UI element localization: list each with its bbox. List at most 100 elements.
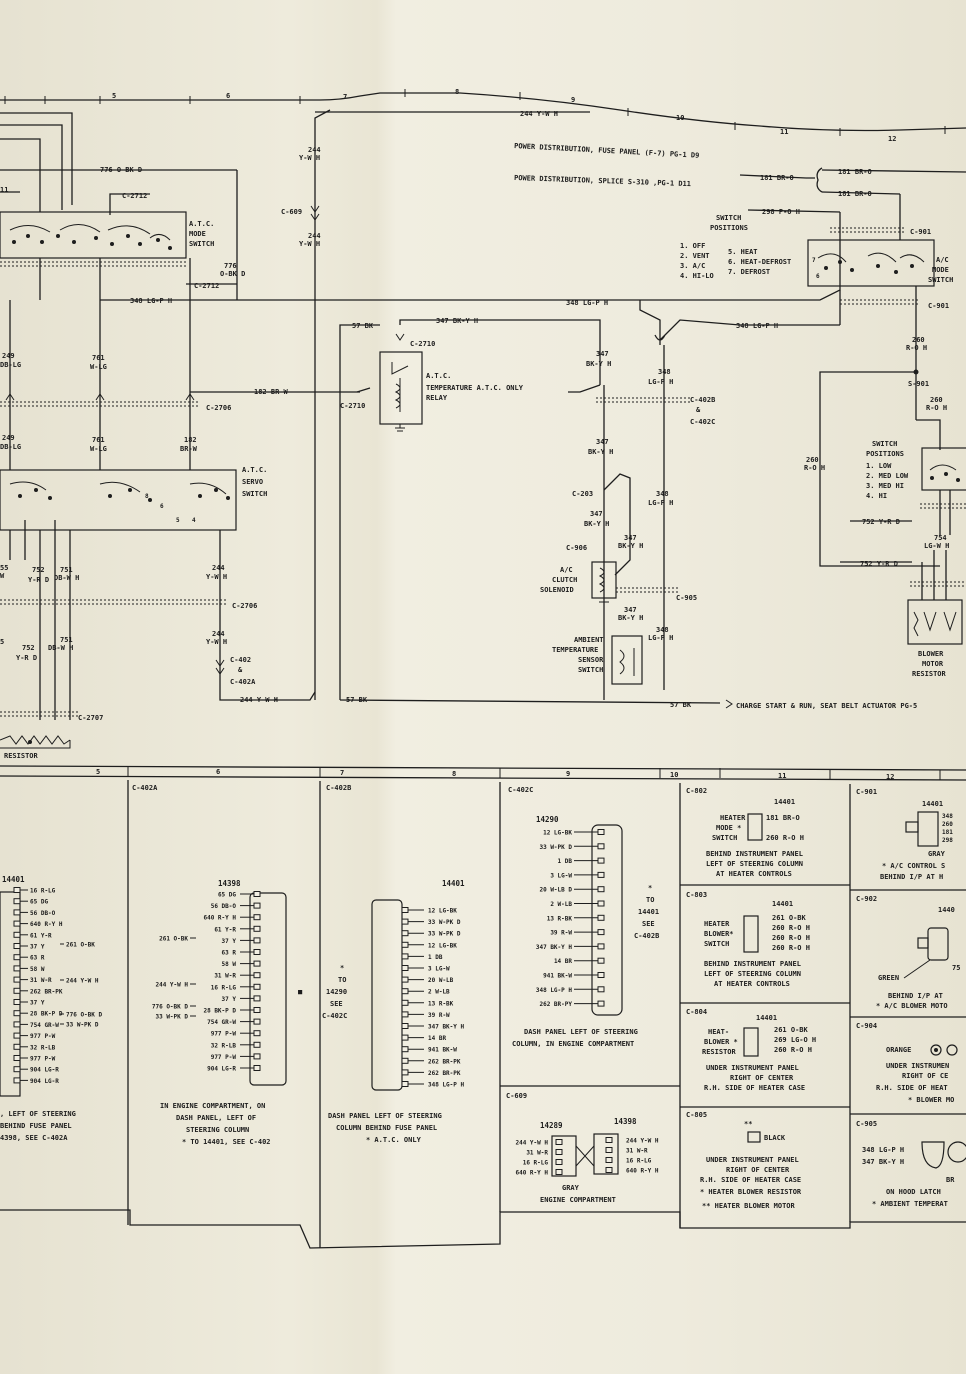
wire-fragment: 55	[0, 564, 8, 572]
wire-label: 754	[934, 534, 947, 542]
center-relay-area: 244 Y-W H 244 Y-W H C-609 244 Y-W H 57 B…	[190, 109, 601, 700]
pin-label: 39 R-W	[550, 930, 572, 937]
grid-number-mid: 11	[778, 772, 786, 780]
clutch-sensor-area: 348 LG-P H 347 BK-Y H 348 LG-P H C-402B …	[339, 240, 917, 710]
switch-position-item: 2. VENT	[680, 252, 710, 260]
wire-label: 260	[806, 456, 819, 464]
connector-pin	[597, 929, 605, 936]
connector-pin	[253, 1053, 261, 1060]
wire-label: 752	[32, 566, 45, 574]
wire-label: 776	[224, 262, 237, 270]
wire-label: 347 BK-Y H	[436, 317, 478, 325]
pin-label: 13 R-BK	[547, 915, 573, 922]
connector-pin	[597, 972, 605, 978]
pin-label: 977 P-W	[30, 1033, 56, 1040]
connector-pin	[555, 1169, 563, 1175]
connector-caption: * A/C CONTROL S	[882, 862, 945, 870]
connector-label: C-905	[676, 594, 697, 602]
connector-caption: IN ENGINE COMPARTMENT, ON	[160, 1102, 265, 1110]
pin-label: 260	[942, 821, 953, 828]
connector-caption: * A.T.C. ONLY	[366, 1136, 422, 1144]
component-label: HEATER	[704, 920, 730, 928]
connector-label: C-904	[856, 1022, 877, 1030]
wire-label: 752 Y-R D	[860, 560, 898, 568]
pin-label: 56 DB-O	[211, 903, 237, 910]
connector-label: C-2706	[232, 602, 257, 610]
connector-pin	[597, 857, 605, 864]
connector-label: C-2710	[340, 402, 365, 410]
connector-id: 14398	[614, 1117, 637, 1126]
grid-number-top: 12	[888, 135, 896, 143]
component-label: SWITCH	[189, 240, 214, 248]
connector-pin	[401, 1081, 409, 1087]
grid-number-mid: 8	[452, 770, 456, 778]
connector-pin	[253, 983, 261, 990]
grid-number-mid: 5	[96, 768, 100, 776]
connector-label: C-402C	[508, 786, 533, 794]
pin-label: 348	[942, 813, 953, 820]
wire-label: 249	[2, 434, 15, 442]
pin-label: 260 R-O H	[774, 1046, 812, 1054]
pin-label: 776 O-BK D	[66, 1012, 103, 1019]
connector-pin	[253, 914, 261, 921]
switch-positions-title: POSITIONS	[710, 224, 748, 232]
pin-label: 348 LG-P H	[536, 987, 573, 994]
connector-caption: , LEFT OF STEERING	[0, 1110, 76, 1118]
switch-pin: 5	[176, 517, 180, 524]
wire-label: 752 Y-R D	[862, 518, 900, 526]
wire-label: 751	[60, 566, 73, 574]
component-label: BLOWER *	[704, 1038, 738, 1046]
connector-note: C-402B	[634, 932, 659, 940]
switch2-title: SWITCH	[872, 440, 897, 448]
pin-label: 262 BR-PK	[428, 1070, 461, 1077]
ac-mode-switch-area: SWITCH POSITIONS 1. OFF 2. VENT 3. A/C 4…	[680, 214, 966, 678]
connector-label: C-203	[572, 490, 593, 498]
connector-caption: ENGINE COMPARTMENT	[540, 1196, 616, 1204]
connector-color: GRAY	[562, 1184, 580, 1192]
pin-label: 348 LG-P H	[428, 1082, 465, 1089]
pin-label: 262 BR-PK	[30, 988, 63, 995]
pin-label: 977 P-W	[211, 1054, 237, 1061]
connector-c901: C-901 14401 348 260 181 298 GRAY * A/C C…	[856, 788, 953, 881]
connector-pin	[13, 1066, 21, 1073]
pin-label: 12 LG-BK	[543, 830, 572, 837]
connector-caption: * BLOWER MO	[908, 1096, 954, 1104]
connector-label: C-804	[686, 1008, 707, 1016]
component-label: SERVO	[242, 478, 263, 486]
pin-label: 3 LG-W	[550, 872, 572, 879]
connector-label: C-2706	[206, 404, 231, 412]
wire-label: 244	[308, 146, 321, 154]
pin-label: 3 LG-W	[428, 966, 450, 973]
connector-body	[927, 927, 949, 961]
connector-note: TO	[338, 976, 346, 984]
connector-caption: LEFT OF STEERING COLUMN	[706, 860, 803, 868]
connector-pin	[13, 1032, 21, 1039]
connector-label: C-2712	[194, 282, 219, 290]
pin-label: 16 R-LG	[626, 1158, 652, 1165]
connector-pin	[253, 972, 261, 979]
pin-label: 31 W-R	[30, 977, 52, 984]
connector-note: C-402C	[322, 1012, 347, 1020]
connector-color: BLACK	[764, 1134, 786, 1142]
wire-label: Y-W H	[299, 240, 320, 248]
connector-tab	[905, 821, 919, 833]
pin-label: 31 W-R	[526, 1150, 548, 1157]
connector-note: 14290	[326, 988, 347, 996]
connector-caption: * AMBIENT TEMPERAT	[872, 1200, 948, 1208]
pin-label: 261 O-BK	[774, 1026, 809, 1034]
connector-pin	[401, 930, 409, 937]
connector-pin	[597, 871, 605, 878]
connector-caption: AT HEATER CONTROLS	[714, 980, 790, 988]
connector-body	[551, 1135, 577, 1177]
connector-note: *	[340, 964, 344, 972]
connector-pin	[401, 1057, 409, 1064]
wire-label: 751	[60, 636, 73, 644]
wire-label: 347	[590, 510, 603, 518]
component-label: SWITCH	[578, 666, 603, 674]
wire-label: BK-Y H	[588, 448, 613, 456]
pin-label: 37 Y	[222, 996, 237, 1003]
connector-pin	[253, 1030, 261, 1037]
pin-label: 37 Y	[30, 1000, 45, 1007]
connector-pin	[253, 1018, 261, 1025]
pin-label: 13 R-BK	[428, 1000, 454, 1007]
